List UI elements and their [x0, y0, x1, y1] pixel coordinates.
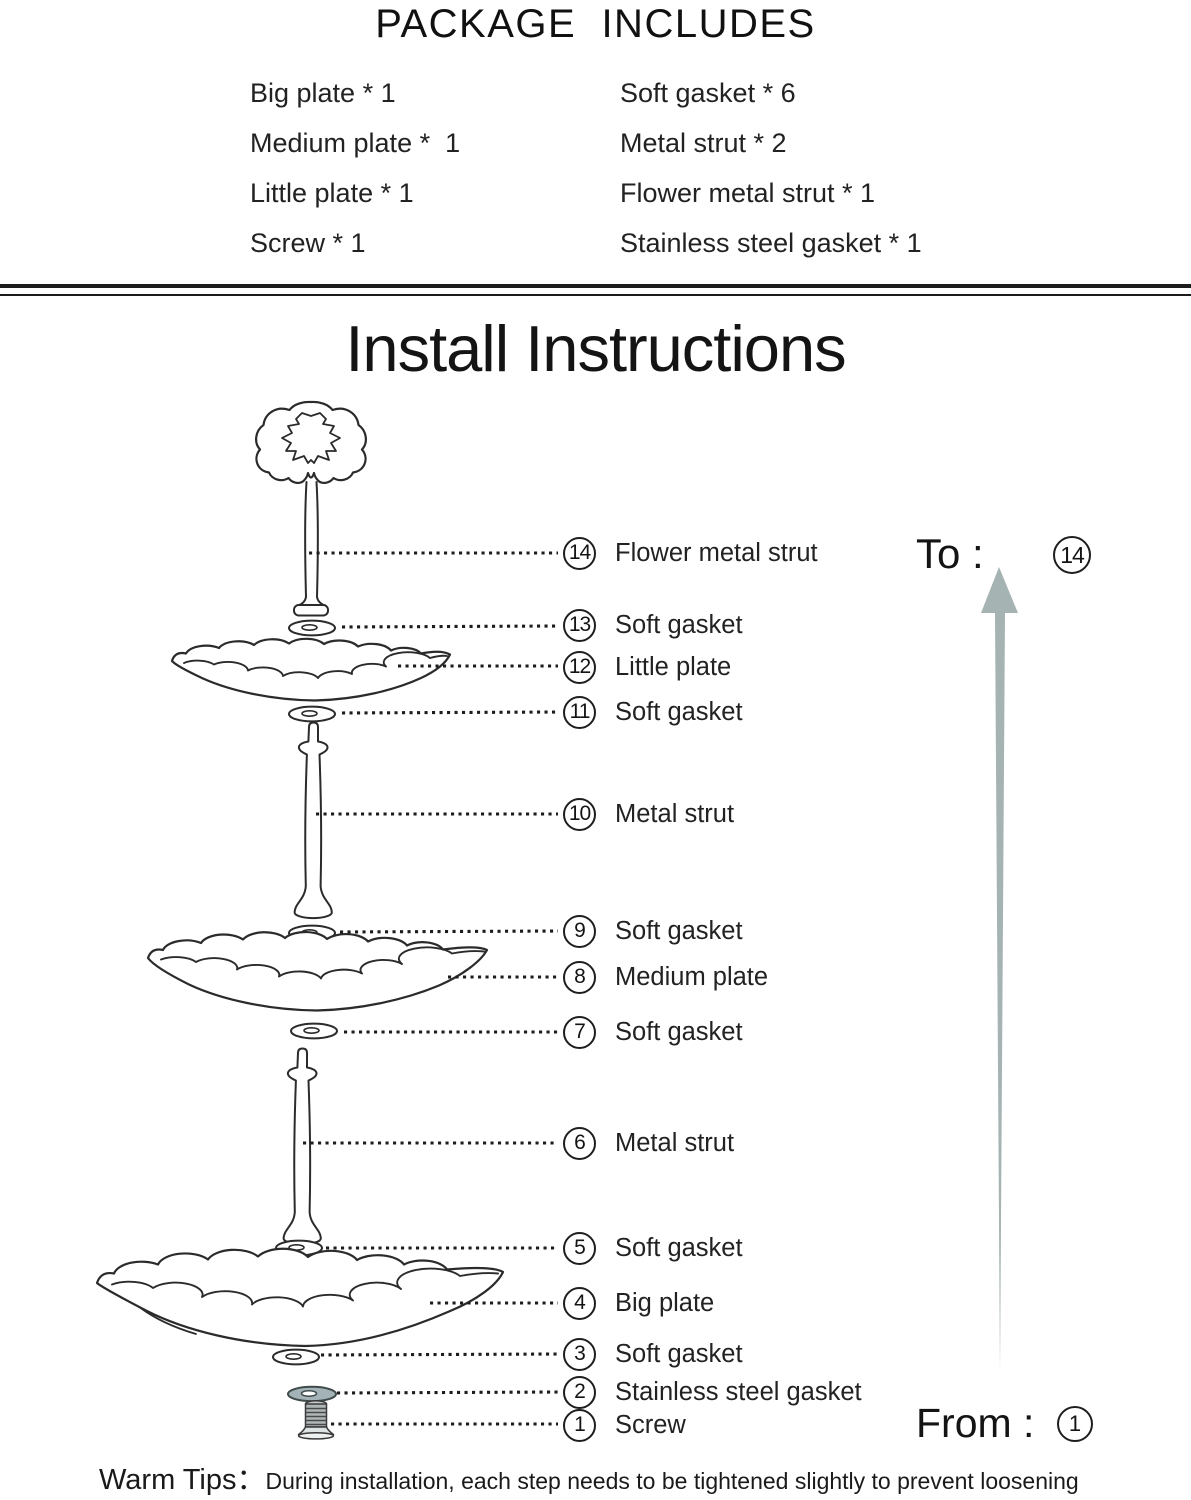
- part-number-badge: 14: [563, 536, 596, 570]
- package-item: Soft gasket * 6: [620, 77, 796, 108]
- flower-metal-strut-drawing: [255, 400, 367, 617]
- soft-gasket-3-drawing: [272, 1348, 320, 1366]
- part-row-2: 2 Stainless steel gasket: [563, 1375, 862, 1409]
- part-number-badge: 13: [563, 608, 596, 642]
- medium-plate-drawing: [146, 930, 489, 1012]
- part-number-badge: 10: [563, 797, 596, 831]
- package-list-right: Soft gasket * 6 Metal strut * 2 Flower m…: [620, 68, 922, 268]
- warm-tips-text: During installation, each step needs to …: [265, 1468, 1079, 1494]
- from-label: From :: [916, 1400, 1035, 1446]
- stainless-steel-gasket-drawing: [287, 1385, 337, 1403]
- part-label: Medium plate: [615, 962, 769, 991]
- soft-gasket-7-drawing: [290, 1022, 338, 1040]
- package-item: Big plate * 1: [250, 77, 396, 108]
- direction-arrow: [981, 567, 1018, 1373]
- part-number-badge: 12: [563, 650, 596, 684]
- part-number-badge: 7: [563, 1015, 596, 1049]
- part-label: Stainless steel gasket: [615, 1377, 862, 1406]
- part-label: Soft gasket: [615, 610, 743, 639]
- part-label: Big plate: [615, 1288, 715, 1317]
- to-number-badge: 14: [1053, 536, 1091, 574]
- big-plate-drawing: [95, 1247, 505, 1348]
- part-number-badge: 4: [563, 1286, 596, 1320]
- part-label: Soft gasket: [615, 916, 743, 945]
- part-row-4: 4 Big plate: [563, 1286, 714, 1320]
- part-label: Soft gasket: [615, 1339, 743, 1368]
- part-row-8: 8 Medium plate: [563, 960, 768, 994]
- section-divider-thick: [0, 284, 1191, 288]
- part-row-5: 5 Soft gasket: [563, 1231, 743, 1265]
- warm-tips: Warm Tips： During installation, each ste…: [99, 1456, 1079, 1498]
- part-number-badge: 11: [563, 695, 596, 729]
- package-includes-title: PACKAGE INCLUDES: [375, 2, 816, 46]
- part-label: Little plate: [615, 652, 732, 681]
- warm-tips-heading: Warm Tips：: [99, 1464, 266, 1496]
- package-item: Little plate * 1: [250, 177, 414, 208]
- leader-lines: [303, 551, 559, 1426]
- package-item: Metal strut * 2: [620, 127, 787, 158]
- metal-strut-6-drawing: [282, 1047, 322, 1246]
- part-number-badge: 8: [563, 960, 596, 994]
- part-row-6: 6 Metal strut: [563, 1126, 734, 1160]
- part-row-10: 10 Metal strut: [563, 797, 734, 831]
- part-row-13: 13 Soft gasket: [563, 608, 743, 642]
- part-row-14: 14 Flower metal strut: [563, 536, 818, 570]
- part-number-badge: 9: [563, 914, 596, 948]
- part-number-badge: 2: [563, 1375, 596, 1409]
- part-row-3: 3 Soft gasket: [563, 1337, 743, 1371]
- soft-gasket-13-drawing: [288, 619, 336, 637]
- package-item: Screw * 1: [250, 227, 366, 258]
- part-row-1: 1 Screw: [563, 1408, 686, 1442]
- part-label: Screw: [615, 1410, 686, 1439]
- section-divider-thin: [0, 294, 1191, 296]
- part-row-7: 7 Soft gasket: [563, 1015, 743, 1049]
- part-number-badge: 6: [563, 1126, 596, 1160]
- package-item: Stainless steel gasket * 1: [620, 227, 922, 258]
- package-item: Flower metal strut * 1: [620, 177, 876, 208]
- part-row-12: 12 Little plate: [563, 650, 731, 684]
- part-label: Soft gasket: [615, 697, 743, 726]
- part-label: Metal strut: [615, 1128, 735, 1157]
- package-item: Medium plate * 1: [250, 127, 461, 158]
- part-number-badge: 5: [563, 1231, 596, 1265]
- part-row-9: 9 Soft gasket: [563, 914, 743, 948]
- part-label: Soft gasket: [615, 1017, 743, 1046]
- screw-drawing: [297, 1400, 335, 1440]
- install-instructions-title: Install Instructions: [345, 312, 846, 385]
- part-label: Flower metal strut: [615, 538, 818, 567]
- part-number-badge: 3: [563, 1337, 596, 1371]
- part-label: Metal strut: [615, 799, 735, 828]
- metal-strut-10-drawing: [293, 721, 333, 920]
- little-plate-drawing: [170, 637, 452, 702]
- part-row-11: 11 Soft gasket: [563, 695, 743, 729]
- part-label: Soft gasket: [615, 1233, 743, 1262]
- package-list-left: Big plate * 1 Medium plate * 1 Little pl…: [250, 68, 460, 268]
- part-number-badge: 1: [563, 1408, 596, 1442]
- from-number-badge: 1: [1057, 1406, 1093, 1442]
- soft-gasket-11-drawing: [288, 705, 336, 723]
- to-label: To :: [916, 530, 984, 577]
